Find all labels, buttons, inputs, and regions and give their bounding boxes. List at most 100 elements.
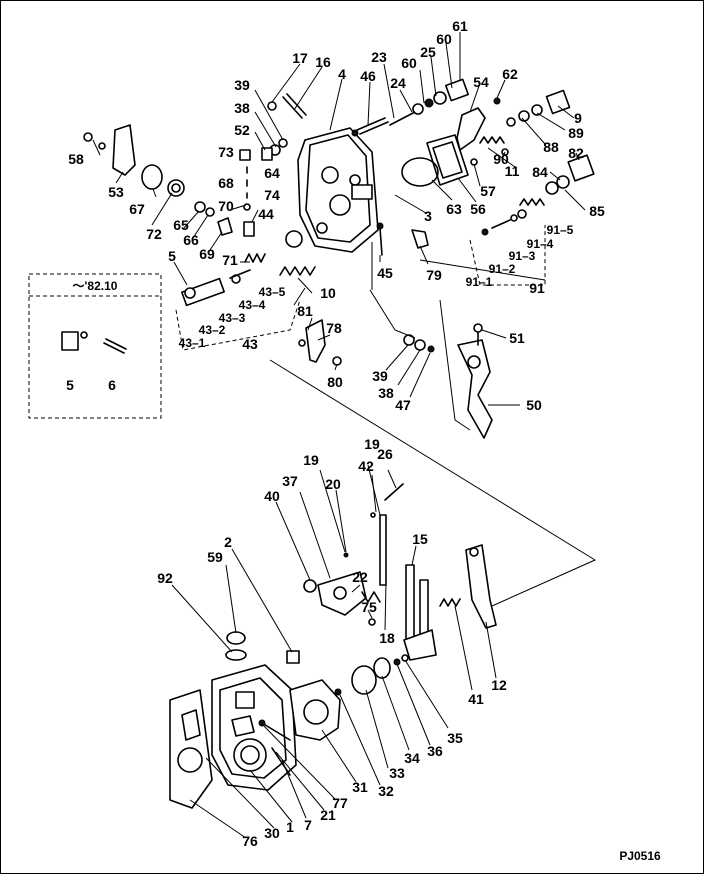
part-nut-66 (205, 207, 215, 217)
part-bracket-53 (112, 124, 136, 176)
lower-assembly (169, 259, 597, 809)
callout-38-upper: 38 (234, 100, 250, 116)
callout-23: 23 (371, 49, 387, 65)
callout-62: 62 (502, 66, 518, 82)
callout-81: 81 (297, 303, 313, 319)
callout-24: 24 (390, 75, 406, 91)
callout-41: 41 (468, 691, 484, 707)
callout-64: 64 (264, 165, 280, 181)
callout-36: 36 (427, 743, 443, 759)
part-ring-housing (285, 230, 303, 248)
callout-75: 75 (361, 599, 377, 615)
callout-91-4: 91–4 (527, 237, 554, 251)
part-ring-92 (225, 649, 247, 661)
callout-43-1: 43–1 (179, 336, 206, 350)
callout-51: 51 (509, 330, 525, 346)
callout-60-b: 60 (436, 31, 452, 47)
part-nut-73 (239, 149, 251, 161)
callout-5-upper: 5 (168, 248, 176, 264)
part-spring-71 (244, 253, 266, 263)
callout-33: 33 (389, 765, 405, 781)
part-bolt-58 (83, 132, 93, 142)
callout-32: 32 (378, 783, 394, 799)
callout-35: 35 (447, 730, 463, 746)
part-lever-assembly-37 (303, 552, 381, 626)
callout-19-b: 19 (303, 452, 319, 468)
callout-91: 91 (529, 280, 545, 296)
callout-91-3: 91–3 (509, 249, 536, 263)
part-rod-19 (370, 483, 404, 586)
callout-44: 44 (258, 206, 274, 222)
part-gasket-76 (169, 689, 213, 809)
callout-30: 30 (264, 825, 280, 841)
inset-box: ～'82.10 (28, 273, 162, 419)
callout-91-2: 91–2 (489, 262, 516, 276)
part-spring-10 (279, 266, 316, 276)
inset-caption: ～'82.10 (73, 279, 118, 293)
part-ring-35 (401, 654, 409, 662)
part-lever-78 (305, 319, 326, 363)
figure-code: PJ0516 (619, 849, 661, 863)
callout-9: 9 (574, 110, 582, 126)
callout-31: 31 (352, 779, 368, 795)
callout-84: 84 (532, 164, 548, 180)
part-washer-39b (403, 334, 415, 346)
part-weight-holder-31 (289, 679, 341, 741)
callout-labels: 17 16 4 46 23 24 60 25 60 61 54 62 9 89 … (66, 18, 605, 849)
part-sleeve-33 (351, 665, 377, 695)
part-pin-20 (343, 552, 349, 558)
callout-91-5: 91–5 (547, 223, 574, 237)
callout-63: 63 (446, 201, 462, 217)
callout-56: 56 (470, 201, 486, 217)
part-governor-housing (297, 127, 379, 253)
callout-89: 89 (568, 125, 584, 141)
callout-21: 21 (320, 807, 336, 823)
part-set-91 (469, 209, 546, 286)
part-ring-70 (243, 203, 251, 211)
callout-79: 79 (426, 267, 442, 283)
callout-66: 66 (183, 232, 199, 248)
callout-12: 12 (491, 677, 507, 693)
part-block-5-inset (61, 331, 79, 351)
part-screw-77 (261, 722, 291, 741)
callout-43-5: 43–5 (259, 285, 286, 299)
callout-85: 85 (589, 203, 605, 219)
callout-42: 42 (358, 458, 374, 474)
callout-80: 80 (327, 374, 343, 390)
callout-69: 69 (199, 246, 215, 262)
part-lever-50 (457, 323, 493, 439)
callout-25: 25 (420, 44, 436, 60)
part-lever-15 (403, 564, 437, 661)
callout-76: 76 (242, 833, 258, 849)
part-washer-90 (501, 148, 509, 156)
callout-7: 7 (304, 817, 312, 833)
callout-92: 92 (157, 570, 173, 586)
part-cap-82 (567, 154, 595, 182)
callout-20: 20 (325, 476, 341, 492)
callout-19-a: 19 (364, 436, 380, 452)
callout-39-upper: 39 (234, 77, 250, 93)
callout-3: 3 (424, 208, 432, 224)
callout-88: 88 (543, 139, 559, 155)
callout-59: 59 (207, 549, 223, 565)
part-gasket-63 (401, 157, 439, 187)
callout-53: 53 (108, 184, 124, 200)
part-pin-6-inset (103, 342, 125, 354)
part-bolt-79 (411, 229, 429, 249)
callout-67: 67 (129, 201, 145, 217)
callout-57: 57 (480, 183, 496, 199)
callout-37: 37 (282, 473, 298, 489)
callout-5-inset: 5 (66, 377, 74, 393)
part-ring-34 (373, 657, 391, 679)
callout-2: 2 (224, 534, 232, 550)
callout-15: 15 (412, 531, 428, 547)
part-ring-84 (556, 175, 570, 189)
part-cup-67 (141, 164, 163, 190)
callout-70: 70 (218, 198, 234, 214)
callout-22: 22 (352, 569, 368, 585)
part-nut-38b (414, 339, 426, 351)
part-plug-2 (286, 650, 300, 664)
callout-46: 46 (360, 68, 376, 84)
callout-65: 65 (173, 217, 189, 233)
